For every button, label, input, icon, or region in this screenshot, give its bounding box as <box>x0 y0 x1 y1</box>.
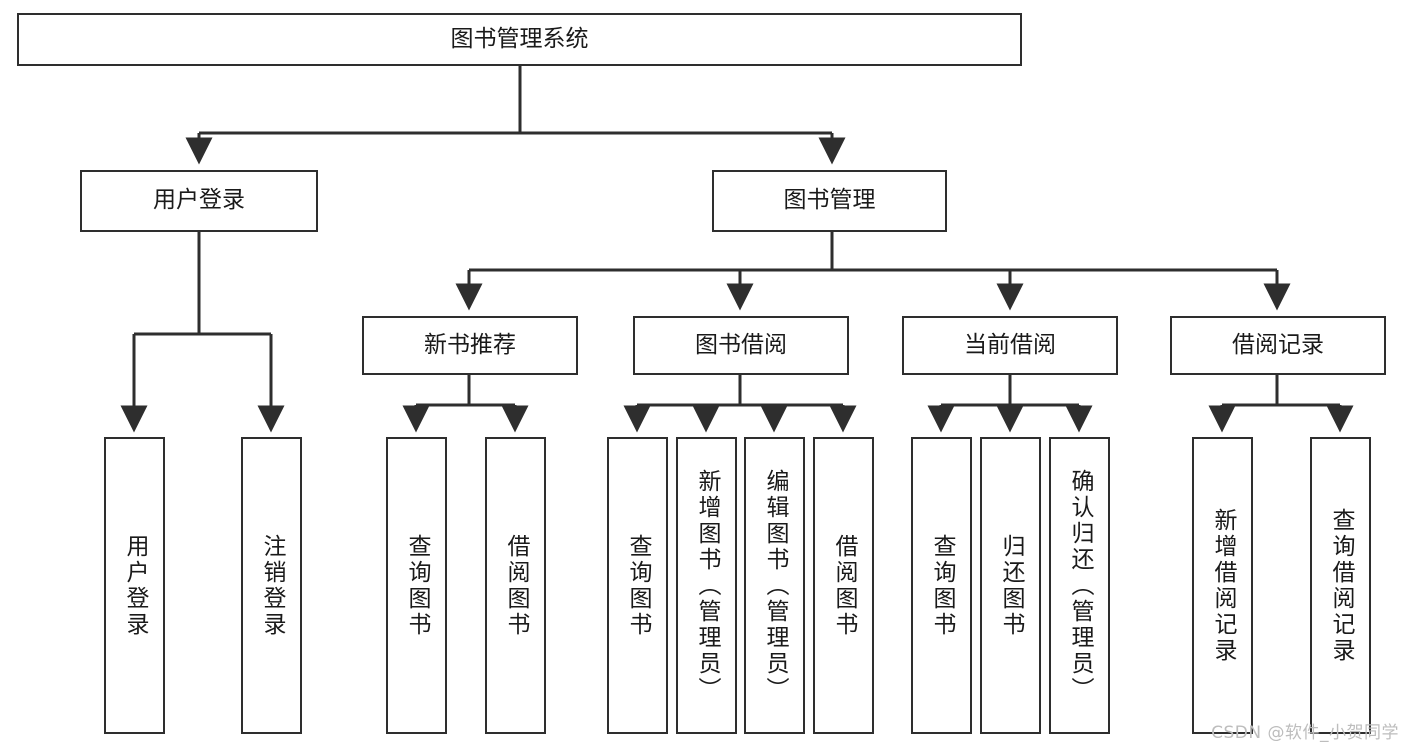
leaf-confirm-return-admin[interactable]: 确认归还（管理员） <box>1049 437 1110 734</box>
leaf-query-book-borrow[interactable]: 查询图书 <box>607 437 668 734</box>
leaf-user-login[interactable]: 用户登录 <box>104 437 165 734</box>
node-label: 新增图书（管理员） <box>694 468 720 703</box>
node-label: 图书借阅 <box>695 331 787 358</box>
node-label: 新增借阅记录 <box>1210 507 1236 664</box>
node-label: 当前借阅 <box>964 331 1056 358</box>
leaf-add-book-admin[interactable]: 新增图书（管理员） <box>676 437 737 734</box>
leaf-query-borrow-record[interactable]: 查询借阅记录 <box>1310 437 1371 734</box>
node-label: 借阅图书 <box>503 533 529 638</box>
node-label: 查询借阅记录 <box>1328 507 1354 664</box>
leaf-edit-book-admin[interactable]: 编辑图书（管理员） <box>744 437 805 734</box>
node-book-management[interactable]: 图书管理 <box>712 170 947 232</box>
leaf-query-book-current[interactable]: 查询图书 <box>911 437 972 734</box>
node-borrow-record[interactable]: 借阅记录 <box>1170 316 1386 375</box>
node-label: 确认归还（管理员） <box>1067 468 1093 703</box>
node-root-system[interactable]: 图书管理系统 <box>17 13 1022 66</box>
node-label: 注销登录 <box>259 533 285 638</box>
leaf-return-book[interactable]: 归还图书 <box>980 437 1041 734</box>
csdn-watermark: CSDN @软件_小贺同学 <box>1211 723 1399 743</box>
node-label: 用户登录 <box>153 187 245 214</box>
node-label: 编辑图书（管理员） <box>762 468 788 703</box>
leaf-query-book-new[interactable]: 查询图书 <box>386 437 447 734</box>
leaf-borrow-book[interactable]: 借阅图书 <box>813 437 874 734</box>
node-user-login[interactable]: 用户登录 <box>80 170 318 232</box>
leaf-borrow-book-new[interactable]: 借阅图书 <box>485 437 546 734</box>
node-label: 查询图书 <box>404 533 430 638</box>
leaf-logout[interactable]: 注销登录 <box>241 437 302 734</box>
node-label: 归还图书 <box>998 533 1024 638</box>
node-new-book-recommend[interactable]: 新书推荐 <box>362 316 578 375</box>
node-label: 查询图书 <box>625 533 651 638</box>
node-label: 用户登录 <box>122 533 148 638</box>
node-label: 借阅记录 <box>1232 331 1324 358</box>
node-book-borrow[interactable]: 图书借阅 <box>633 316 849 375</box>
node-label: 借阅图书 <box>831 533 857 638</box>
node-label: 新书推荐 <box>424 331 516 358</box>
node-label: 查询图书 <box>929 533 955 638</box>
node-current-borrow[interactable]: 当前借阅 <box>902 316 1118 375</box>
node-label: 图书管理系统 <box>450 25 589 52</box>
leaf-add-borrow-record[interactable]: 新增借阅记录 <box>1192 437 1253 734</box>
node-label: 图书管理 <box>783 187 876 214</box>
